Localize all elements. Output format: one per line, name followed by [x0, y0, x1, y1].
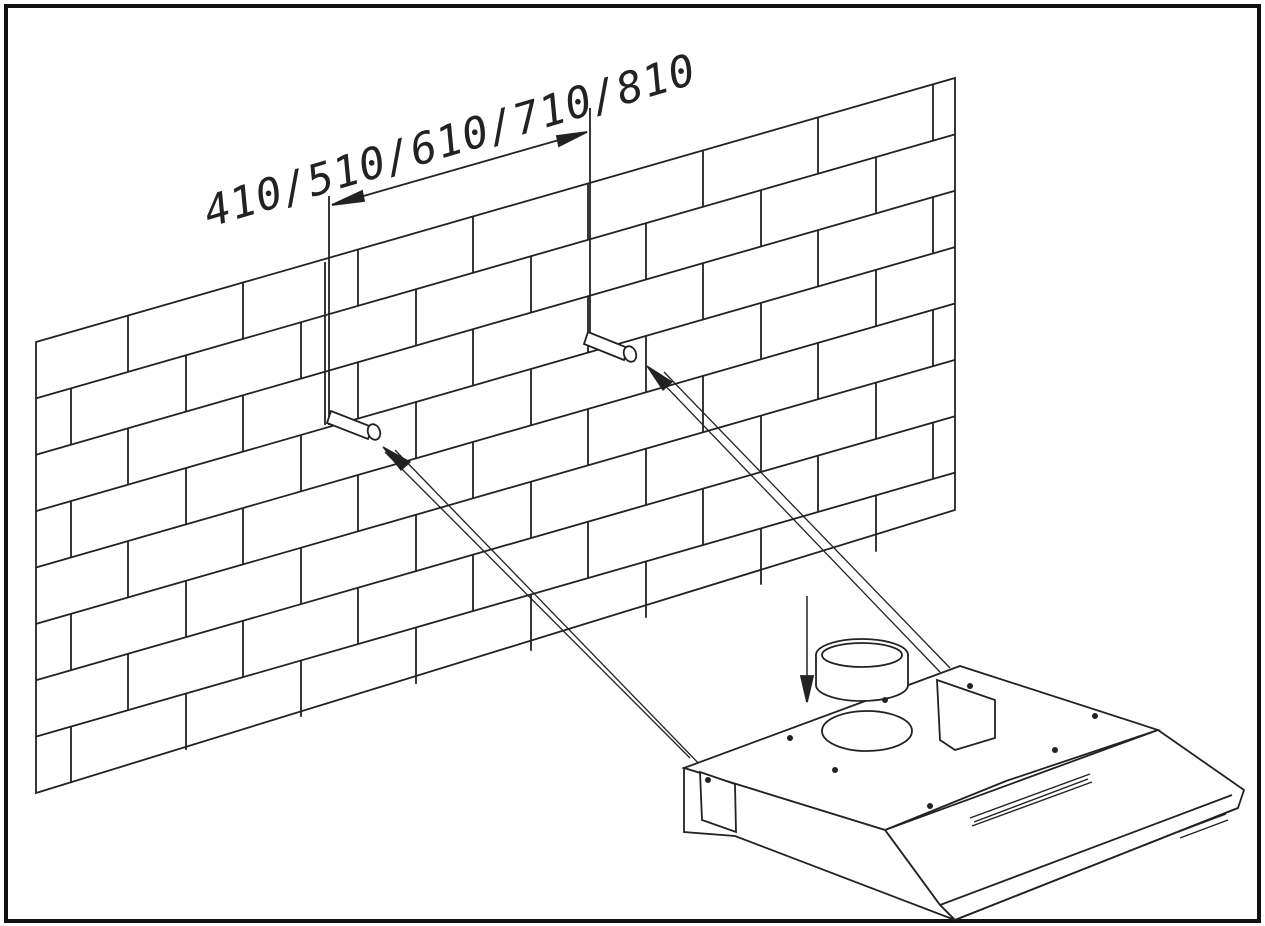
control-buttons — [1177, 813, 1229, 839]
left-plug-arrow — [382, 446, 412, 471]
brick-line — [35, 359, 956, 625]
brick-line — [35, 133, 956, 400]
wall-plug-left — [325, 409, 382, 441]
screw-holes — [705, 683, 1098, 809]
exhaust-collar — [815, 638, 909, 702]
wall-plug-right — [582, 330, 638, 363]
brick-line — [35, 189, 956, 456]
right-plug-arrow — [646, 365, 674, 391]
collar-arrow-head — [799, 675, 815, 703]
dimension-guide — [324, 108, 591, 425]
brick-line — [35, 471, 956, 738]
vent-grille — [969, 773, 1093, 827]
left-dimension-arrow — [331, 189, 366, 206]
left-mount-bracket — [699, 770, 737, 834]
range-hood — [681, 596, 1246, 922]
brick-wall — [35, 76, 956, 795]
brick-line — [35, 415, 956, 682]
wall-outline — [35, 76, 956, 795]
alignment-lines — [382, 365, 951, 771]
exhaust-opening — [821, 710, 913, 752]
brick-line — [35, 302, 956, 569]
diagram-border — [4, 4, 1261, 923]
brick-line — [35, 246, 956, 512]
dimension-line — [331, 131, 588, 206]
right-dimension-arrow — [555, 131, 588, 148]
